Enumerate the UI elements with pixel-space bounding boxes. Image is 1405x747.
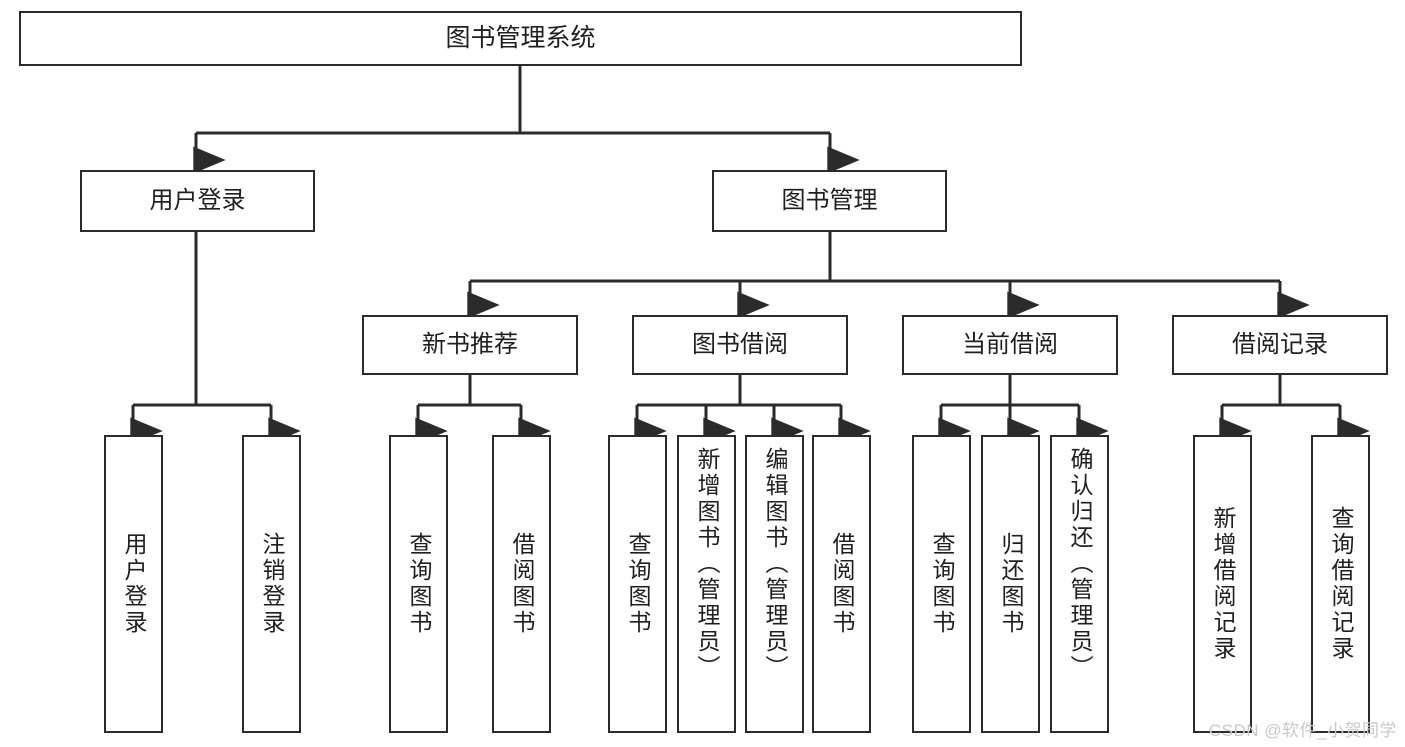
node-label: 用户登录	[149, 187, 246, 215]
node-label: 确认归还（管理员）	[1067, 447, 1093, 681]
node-leaf-query-book-1[interactable]: 查询图书	[389, 435, 448, 733]
node-leaf-return-book[interactable]: 归还图书	[981, 435, 1040, 733]
node-user-login[interactable]: 用户登录	[80, 170, 315, 232]
node-leaf-query-book-3[interactable]: 查询图书	[912, 435, 971, 733]
node-label: 借阅图书	[509, 532, 535, 636]
node-label: 图书管理系统	[445, 24, 596, 53]
node-leaf-query-record[interactable]: 查询借阅记录	[1311, 435, 1370, 733]
node-label: 当前借阅	[962, 331, 1058, 359]
node-label: 归还图书	[998, 532, 1024, 636]
node-leaf-add-book[interactable]: 新增图书（管理员）	[677, 435, 736, 733]
node-book-borrow[interactable]: 图书借阅	[632, 315, 848, 375]
node-leaf-logout-login[interactable]: 注销登录	[242, 435, 301, 733]
node-label: 新书推荐	[422, 331, 518, 359]
node-root-system[interactable]: 图书管理系统	[19, 11, 1022, 66]
csdn-watermark: CSDN @软件_小贺同学	[1208, 721, 1397, 740]
node-leaf-query-book-2[interactable]: 查询图书	[608, 435, 667, 733]
node-label: 查询图书	[406, 532, 432, 636]
node-leaf-add-record[interactable]: 新增借阅记录	[1193, 435, 1252, 733]
node-label: 图书借阅	[692, 331, 788, 359]
node-borrow-record[interactable]: 借阅记录	[1172, 315, 1388, 375]
node-book-management[interactable]: 图书管理	[712, 170, 947, 232]
node-leaf-user-login[interactable]: 用户登录	[104, 435, 163, 733]
node-label: 图书管理	[781, 187, 878, 215]
node-leaf-borrow-book-2[interactable]: 借阅图书	[812, 435, 871, 733]
node-label: 编辑图书（管理员）	[762, 447, 788, 681]
node-label: 借阅记录	[1232, 331, 1328, 359]
node-label: 查询借阅记录	[1328, 506, 1354, 662]
node-label: 查询图书	[929, 532, 955, 636]
node-leaf-edit-book[interactable]: 编辑图书（管理员）	[745, 435, 804, 733]
node-label: 新增图书（管理员）	[694, 447, 720, 681]
node-label: 用户登录	[121, 532, 147, 636]
node-new-book-recommend[interactable]: 新书推荐	[362, 315, 578, 375]
node-label: 注销登录	[259, 532, 285, 636]
node-leaf-borrow-book-1[interactable]: 借阅图书	[492, 435, 551, 733]
node-label: 新增借阅记录	[1210, 506, 1236, 662]
node-leaf-confirm-return[interactable]: 确认归还（管理员）	[1050, 435, 1109, 733]
node-label: 查询图书	[625, 532, 651, 636]
node-label: 借阅图书	[829, 532, 855, 636]
node-current-borrow[interactable]: 当前借阅	[902, 315, 1118, 375]
